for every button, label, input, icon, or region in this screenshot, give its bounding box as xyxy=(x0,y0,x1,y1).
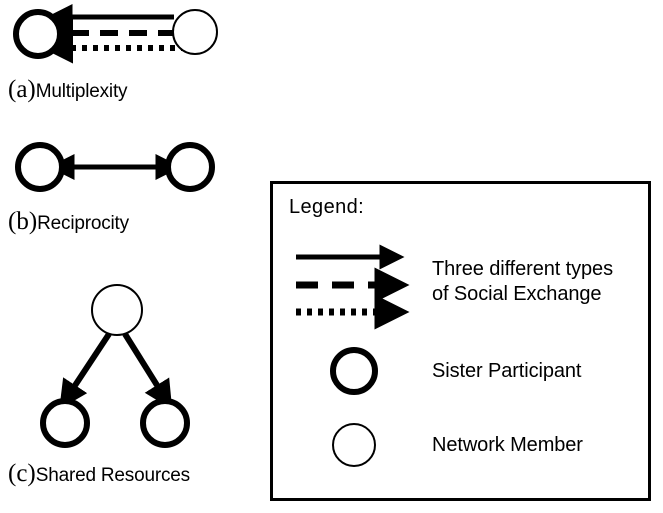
legend-network-circle-icon xyxy=(332,423,376,467)
panel-c-caption: (c)Shared Resources xyxy=(8,461,190,486)
panel-c-group xyxy=(40,284,190,448)
panel-c-caption-text: Shared Resources xyxy=(35,465,190,486)
panel-c-caption-letter: (c) xyxy=(8,460,36,487)
panel-a-caption-text: Multiplexity xyxy=(35,81,128,102)
panel-b-caption-text: Reciprocity xyxy=(37,213,129,234)
sister-node xyxy=(13,9,63,59)
panel-b-caption-letter: (b) xyxy=(8,208,38,235)
sister-node-bottom-right xyxy=(140,398,190,448)
legend-exchange-label-line2: of Social Exchange xyxy=(432,283,602,305)
sister-node-left xyxy=(15,142,65,192)
legend-sister-label: Sister Participant xyxy=(432,360,582,382)
legend-exchange-label-line1: Three different types xyxy=(432,258,613,280)
panel-b-group xyxy=(15,142,215,192)
panel-a-group xyxy=(13,4,218,64)
sister-node-bottom-left xyxy=(40,398,90,448)
legend-box-group xyxy=(270,181,651,501)
legend-sister-circle-icon xyxy=(330,347,378,395)
shared-resource-arrow-left xyxy=(59,332,112,410)
network-node xyxy=(172,9,218,55)
sister-node-right xyxy=(165,142,215,192)
network-node-top xyxy=(91,284,143,336)
legend-network-label: Network Member xyxy=(432,434,583,456)
panel-a-caption-letter: (a) xyxy=(8,76,36,103)
legend-exchange-label: Three different types of Social Exchange xyxy=(432,257,613,307)
panel-b-caption: (b)Reciprocity xyxy=(8,209,129,234)
panel-a-caption: (a)Multiplexity xyxy=(8,76,128,103)
legend-title: Legend: xyxy=(289,196,365,218)
shared-resource-arrow-right xyxy=(122,332,173,410)
